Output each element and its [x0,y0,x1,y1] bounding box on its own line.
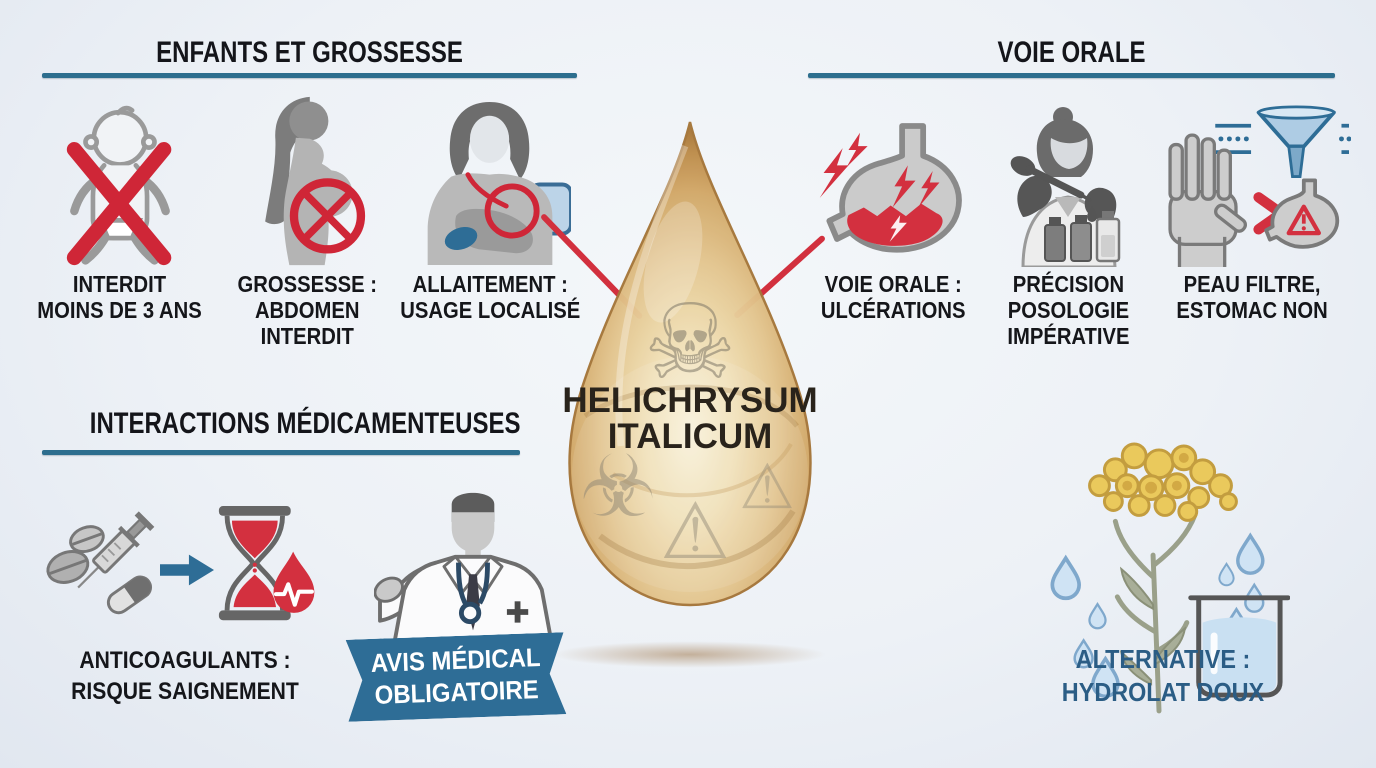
warning-triangle-icon: ⚠ [660,487,730,577]
hand-icon [1168,133,1248,267]
anticoagulants-label: ANTICOAGULANTS : RISQUE SAIGNEMENT [71,647,299,706]
baby-prohibited-icon [59,95,181,267]
section-title-voie-orale: VOIE ORALE [997,36,1146,69]
red-x-mark [66,142,172,266]
doctor-icon [374,492,554,642]
hourglass-bleeding-icon [218,506,315,621]
helichrysum-hydrolat-icon [1050,442,1290,714]
small-stomach-warning [1264,178,1340,249]
blood-drop [273,551,315,613]
item-peau-filtre: PEAU FILTRE, ESTOMAC NON [1152,95,1352,323]
warning-triangle-icon: ⚠ [739,450,795,523]
dropper [1025,165,1085,199]
interactions-underline [42,450,520,455]
stethoscope [456,562,469,607]
item-label: PRÉCISION POSOLOGIE IMPÉRATIVE [1006,271,1130,349]
beaker [1188,595,1290,698]
stomach-ulcer-icon [814,95,972,267]
capsule [106,575,153,615]
flower-cluster [1088,442,1238,522]
item-interdit-moins-3-ans: INTERDIT MOINS DE 3 ANS [20,95,220,323]
item-label: GROSSESSE : ABDOMEN INTERDIT [237,271,377,349]
section-title-interactions: INTERACTIONS MÉDICAMENTEUSES [89,407,521,440]
item-grossesse-abdomen: GROSSESSE : ABDOMEN INTERDIT [207,95,407,349]
biohazard-icon: ☣ [579,437,656,537]
funnel-icon [1215,105,1351,178]
bottles [1044,211,1121,263]
breast-highlight-circle [484,183,540,239]
item-label: ALLAITEMENT : USAGE LOCALISÉ [400,271,580,323]
open-hand [374,576,404,603]
flower-centers [1122,452,1189,494]
item-precision-posologie: PRÉCISION POSOLOGIE IMPÉRATIVE [968,95,1168,349]
item-label: PEAU FILTRE, ESTOMAC NON [1176,271,1328,323]
breastfeeding-icon [409,95,571,267]
arrow-right-icon [160,554,214,586]
droplet-shadow [552,641,827,668]
droplet-title-line2: ITALICUM [608,417,773,456]
item-voie-orale-ulcerations: VOIE ORALE : ULCÉRATIONS [793,95,993,323]
pregnancy-prohibited-icon [237,95,377,267]
skull-crossbones-icon: ☠ [643,281,736,403]
leaves [1119,566,1187,686]
voie-orale-underline [808,73,1335,78]
essential-oil-droplet: ☠ HELICHRYSUM ITALICUM ☣ ⚠ ⚠ [562,121,818,607]
syringe [77,511,155,589]
section-title-enfants: ENFANTS ET GROSSESSE [156,36,463,69]
prohibition-sign [289,178,366,254]
item-label: VOIE ORALE : ULCÉRATIONS [820,271,966,323]
alternative-label: ALTERNATIVE : HYDROLAT DOUX [1061,644,1265,707]
item-allaitement: ALLAITEMENT : USAGE LOCALISÉ [390,95,590,323]
enfants-underline [42,73,577,78]
dosage-precision-icon [993,95,1143,267]
item-label: INTERDIT MOINS DE 3 ANS [37,271,203,323]
droplet-title-line1: HELICHRYSUM [562,381,817,420]
pills-syringe-icon [46,511,155,615]
avis-medical-banner: AVIS MÉDICAL OBLIGATOIRE [346,632,567,722]
skin-filter-icon [1153,95,1351,267]
